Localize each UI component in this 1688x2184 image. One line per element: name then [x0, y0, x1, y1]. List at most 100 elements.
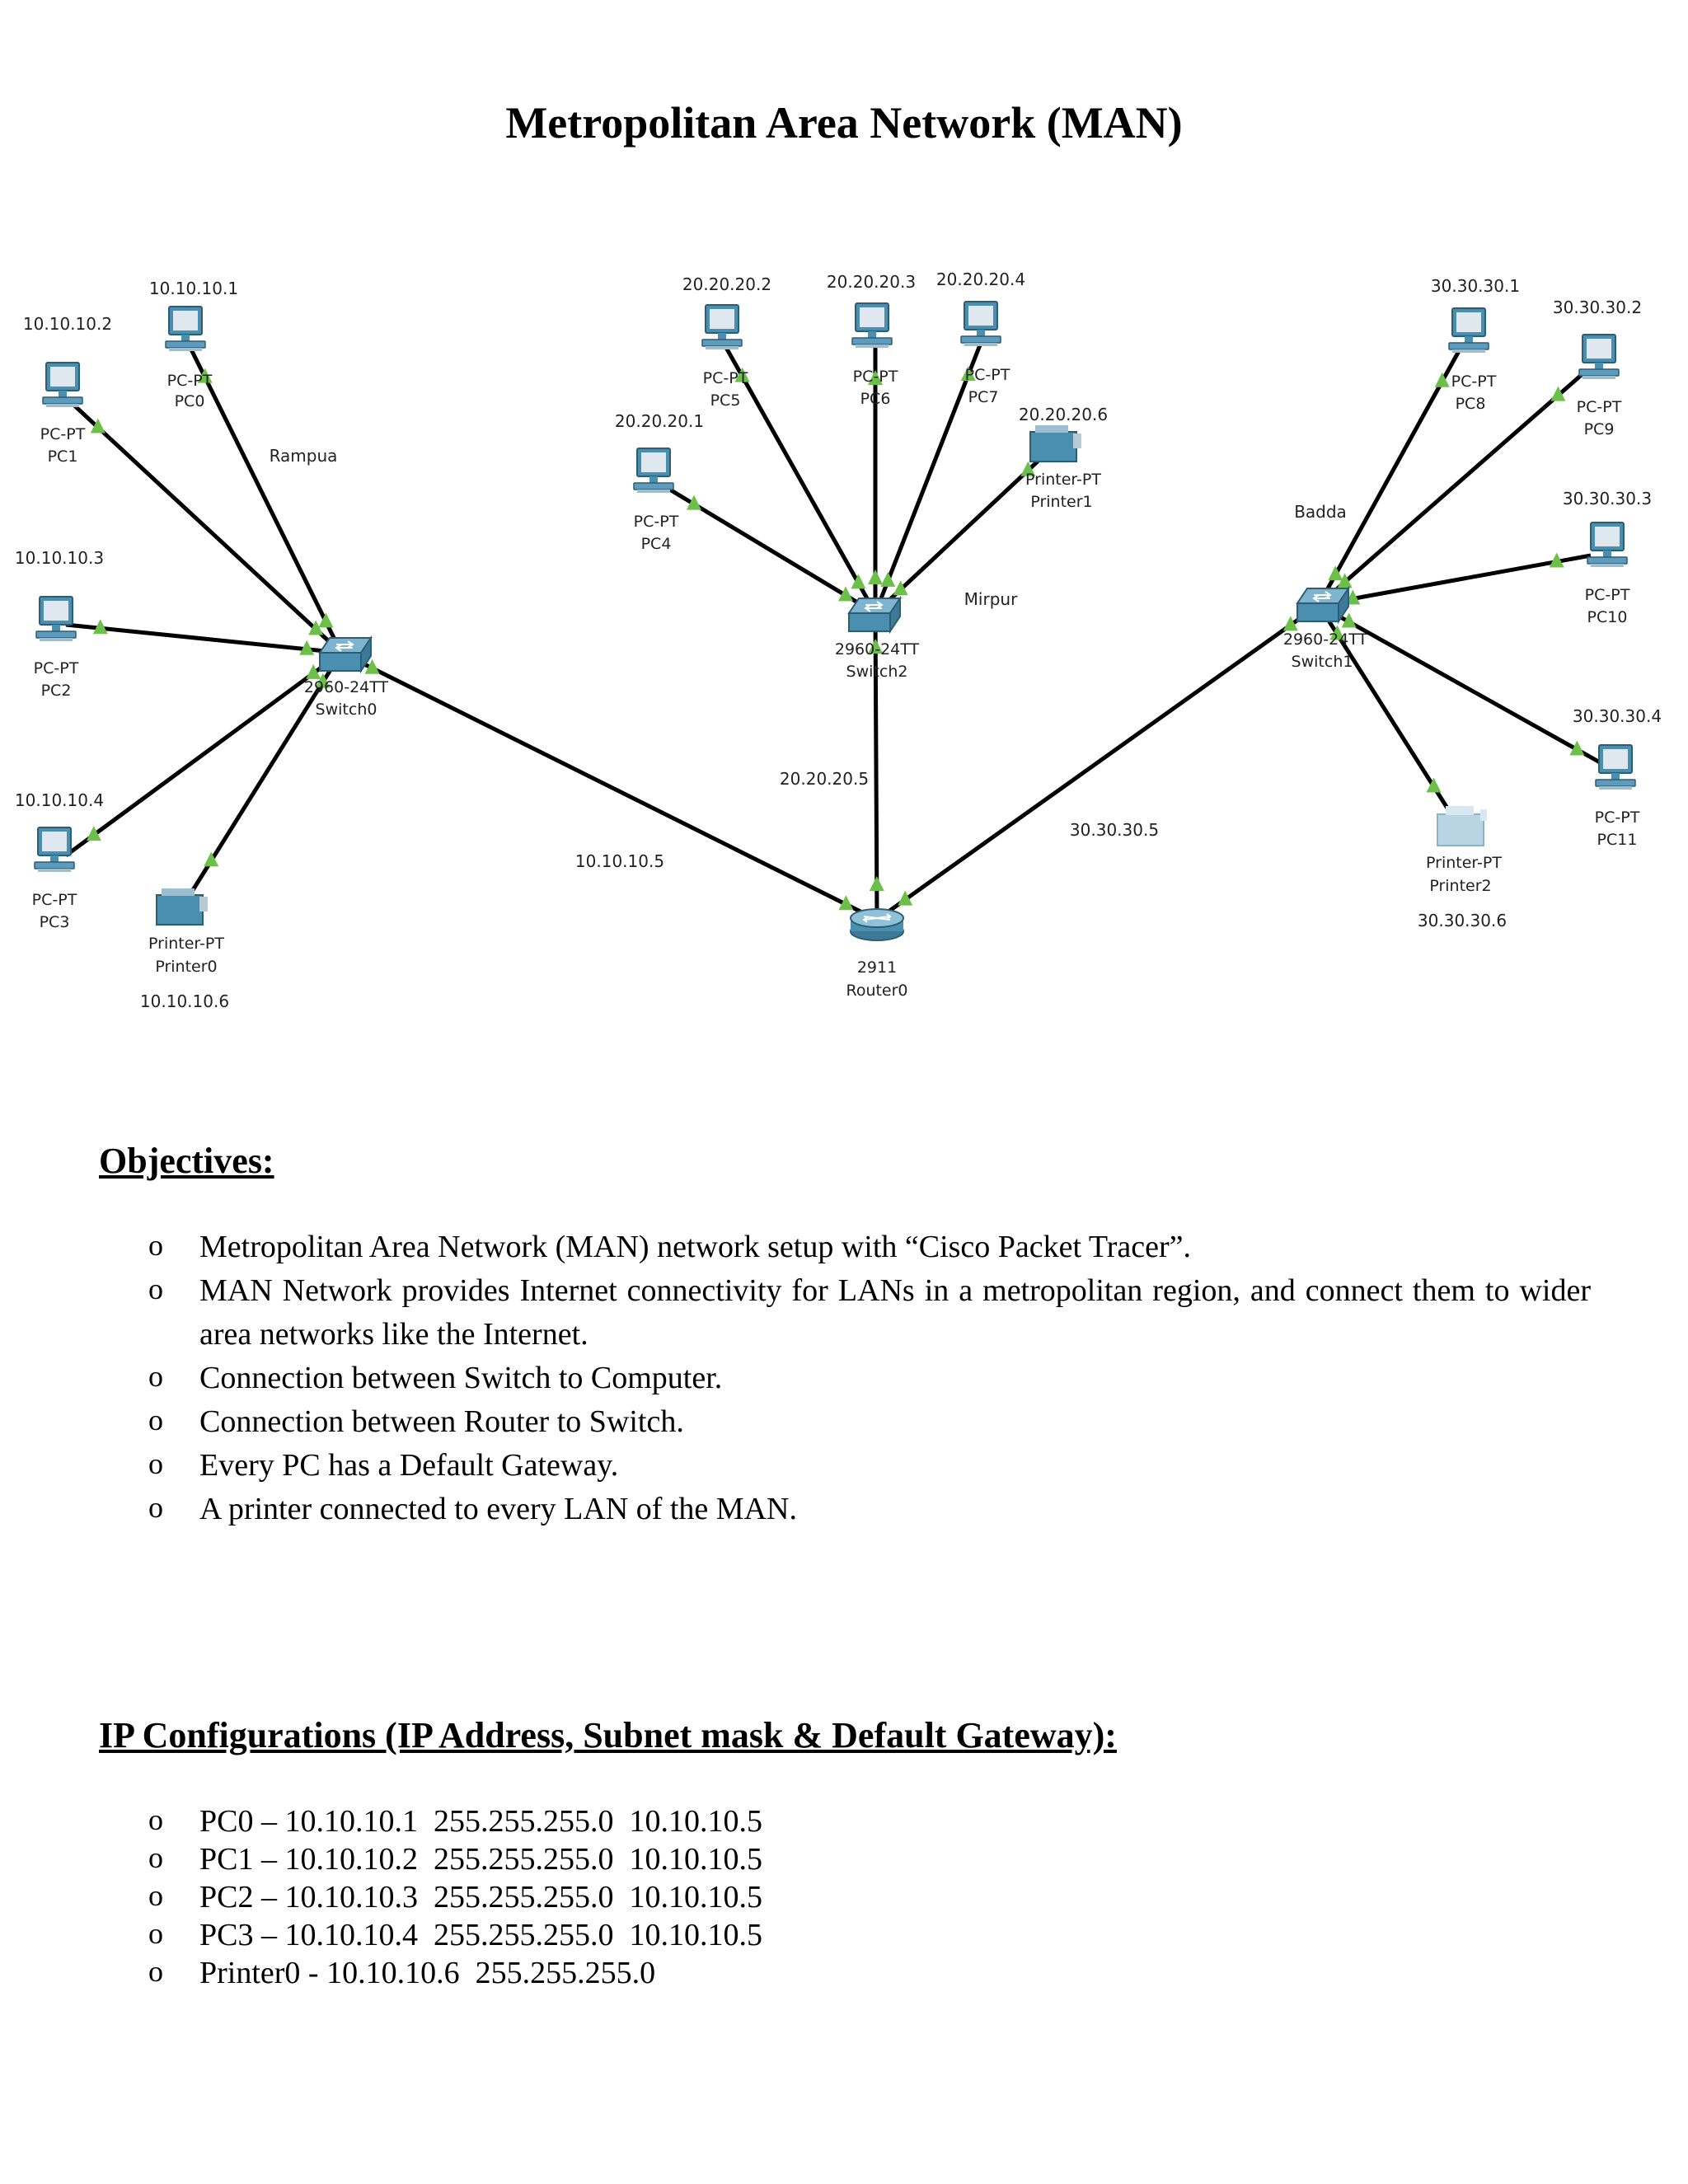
objectives-heading: Objectives: [99, 1141, 274, 1181]
link-marker-pc7 [960, 366, 976, 382]
link-sw0-router [340, 650, 879, 922]
router0-model: 2911 [857, 958, 897, 977]
printer2-ip: 30.30.30.6 [1418, 911, 1507, 930]
pc7-ip: 20.20.20.4 [936, 269, 1025, 289]
pc3-type: PC-PT [32, 891, 77, 909]
link-marker-sw2 [838, 586, 854, 602]
router0-node[interactable]: 2911 Router0 [846, 908, 908, 1000]
pc3-node[interactable]: 10.10.10.4 PC-PT PC3 [15, 790, 104, 931]
link-pc9-sw1 [1317, 371, 1586, 607]
link-marker-sw1 [1329, 625, 1345, 640]
pc4-node[interactable]: 20.20.20.1 PC-PT PC4 [615, 411, 704, 553]
link-marker-pc8 [1434, 372, 1450, 387]
link-printer0-sw0 [190, 651, 344, 892]
link-marker-pc5 [734, 367, 750, 382]
printer1-name: Printer1 [1030, 493, 1092, 511]
switch1-node[interactable]: 2960-24TT Switch1 [1283, 588, 1368, 671]
link-marker-sw1 [1282, 616, 1298, 631]
pc8-ip: 30.30.30.1 [1431, 276, 1520, 296]
link-marker-printer2 [1426, 777, 1442, 793]
network-topology-diagram: Rampua 10.10.10.1 PC-PT PC0 10.10.10.2 P… [15, 269, 1662, 1011]
pc3-name: PC3 [40, 913, 70, 931]
pc6-node[interactable]: 20.20.20.3 PC-PT PC6 [827, 272, 916, 408]
switch-icon [848, 598, 901, 632]
pc10-ip: 30.30.30.3 [1563, 489, 1652, 509]
ip-config-item: PC1 – 10.10.10.2 255.255.255.0 10.10.10.… [148, 1839, 1591, 1878]
ip-config-heading: IP Configurations (IP Address, Subnet ma… [99, 1715, 1117, 1755]
pc7-type: PC-PT [965, 366, 1010, 384]
link-pc8-sw1 [1316, 349, 1461, 607]
link-marker-sw0 [299, 640, 315, 655]
pc11-ip: 30.30.30.4 [1573, 706, 1662, 726]
link-marker-sw2 [880, 571, 896, 587]
pc0-name: PC0 [175, 392, 205, 410]
pc8-type: PC-PT [1451, 373, 1497, 391]
pc7-node[interactable]: 20.20.20.4 PC-PT PC7 [936, 269, 1025, 406]
link-printer2-sw1 [1316, 603, 1455, 818]
link-marker-sw0 [306, 663, 321, 679]
links-layer [64, 342, 1609, 922]
pc8-node[interactable]: 30.30.30.1 PC-PT PC8 [1431, 276, 1520, 413]
pc5-node[interactable]: 20.20.20.2 PC-PT PC5 [682, 274, 771, 410]
router0-name: Router0 [846, 982, 907, 1000]
link-marker-sw1 [1341, 612, 1357, 628]
pc9-type: PC-PT [1577, 398, 1622, 416]
switch2-node[interactable]: 2960-24TT Switch2 [835, 598, 920, 681]
link-marker-pc2 [92, 619, 108, 635]
pc2-ip: 10.10.10.3 [15, 548, 104, 568]
pc2-node[interactable]: 10.10.10.3 PC-PT PC2 [15, 548, 104, 700]
link-marker-sw0 [318, 612, 334, 628]
objective-item: Connection between Switch to Computer. [148, 1355, 1591, 1400]
link-marker-sw2 [893, 580, 908, 596]
pc1-node[interactable]: 10.10.10.2 PC-PT PC1 [23, 314, 112, 466]
pc4-type: PC-PT [634, 513, 679, 531]
pc10-node[interactable]: 30.30.30.3 PC-PT PC10 [1563, 489, 1652, 626]
pc5-ip: 20.20.20.2 [682, 274, 771, 294]
link-sw1-router [875, 602, 1320, 922]
pc9-node[interactable]: 30.30.30.2 PC-PT PC9 [1553, 298, 1642, 438]
pc11-node[interactable]: 30.30.30.4 PC-PT PC11 [1573, 706, 1662, 849]
pc11-type: PC-PT [1595, 808, 1640, 827]
printer2-name: Printer2 [1429, 877, 1491, 895]
pc6-type: PC-PT [853, 368, 898, 386]
printer2-node[interactable]: Printer-PT Printer2 30.30.30.6 [1418, 805, 1507, 930]
switch0-name: Switch0 [316, 701, 377, 719]
link-marker-pc1 [90, 418, 106, 434]
objective-item: Every PC has a Default Gateway. [148, 1442, 1591, 1488]
ip-config-item: PC2 – 10.10.10.3 255.255.255.0 10.10.10.… [148, 1877, 1591, 1916]
objectives-list: Metropolitan Area Network (MAN) network … [148, 1224, 1591, 1531]
pc5-type: PC-PT [703, 369, 748, 387]
link-marker-sw2 [851, 574, 866, 589]
switch0-node[interactable]: 2960-24TT Switch0 [304, 637, 389, 719]
printer1-node[interactable]: 20.20.20.6 Printer-PT Printer1 [1019, 405, 1108, 511]
link-sw2-router [873, 612, 879, 921]
switch1-model: 2960-24TT [1283, 630, 1368, 649]
ip-config-item: PC0 – 10.10.10.1 255.255.255.0 10.10.10.… [148, 1801, 1591, 1840]
printer0-node[interactable]: Printer-PT Printer0 10.10.10.6 [140, 888, 229, 1011]
pc4-name: PC4 [641, 535, 672, 553]
pc-icon [1595, 744, 1636, 790]
printer1-ip: 20.20.20.6 [1019, 405, 1108, 424]
link-label-left: 10.10.10.5 [575, 851, 664, 871]
link-marker-pc4 [686, 494, 701, 510]
link-marker-sw1 [1328, 565, 1343, 581]
pc1-type: PC-PT [40, 425, 86, 443]
objective-item: Connection between Router to Switch. [148, 1399, 1591, 1444]
pc0-node[interactable]: 10.10.10.1 PC-PT PC0 [149, 279, 238, 410]
link-pc7-sw2 [873, 342, 983, 614]
pc-icon [42, 362, 83, 408]
link-pc1-sw0 [71, 402, 343, 654]
switch0-model: 2960-24TT [304, 678, 389, 696]
link-pc3-sw0 [64, 650, 343, 858]
pc-icon [960, 301, 1001, 347]
pc6-name: PC6 [860, 390, 891, 408]
link-marker-pc6 [868, 370, 883, 385]
zone-label-rampua: Rampua [270, 446, 338, 466]
zone-label-mirpur: Mirpur [964, 589, 1018, 609]
link-label-right: 30.30.30.5 [1070, 820, 1159, 840]
pc-icon [1448, 307, 1489, 354]
pc8-name: PC8 [1456, 395, 1486, 413]
printer2-type: Printer-PT [1426, 854, 1502, 872]
printer0-ip: 10.10.10.6 [140, 991, 229, 1011]
pc9-name: PC9 [1584, 420, 1615, 438]
